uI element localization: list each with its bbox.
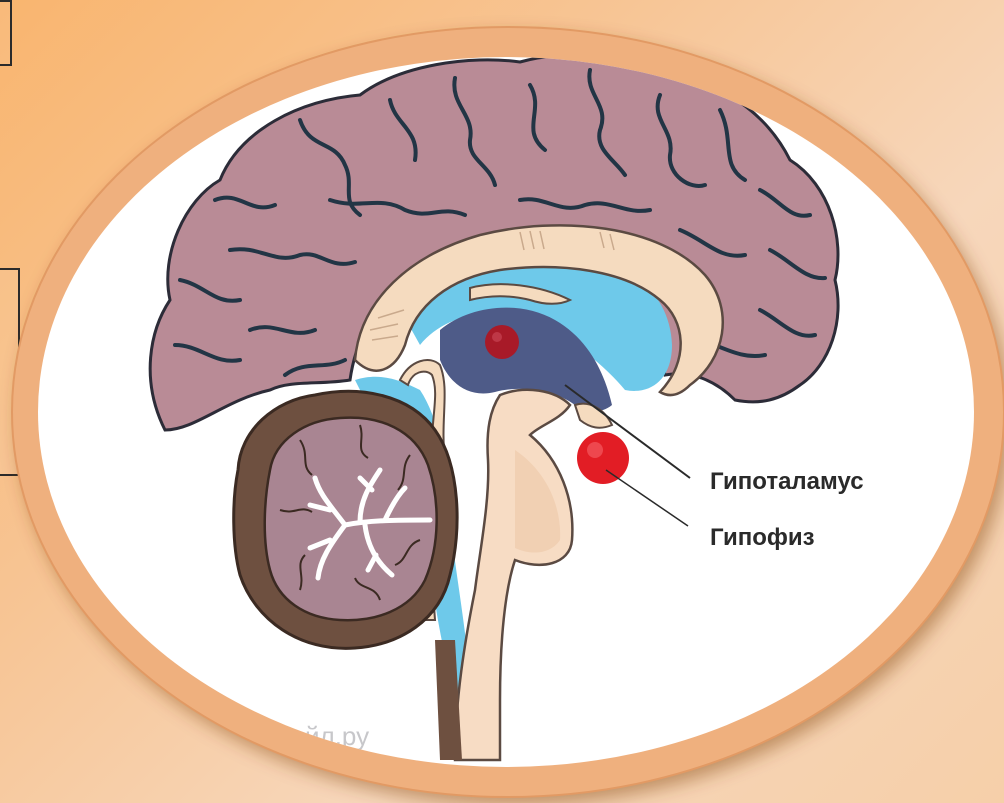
pituitary-gland	[577, 432, 629, 484]
label-pituitary: Гипофиз	[710, 524, 815, 551]
cerebellum	[234, 391, 457, 648]
pineal-gland	[485, 325, 519, 359]
label-hypothalamus: Гипоталамус	[710, 468, 864, 495]
